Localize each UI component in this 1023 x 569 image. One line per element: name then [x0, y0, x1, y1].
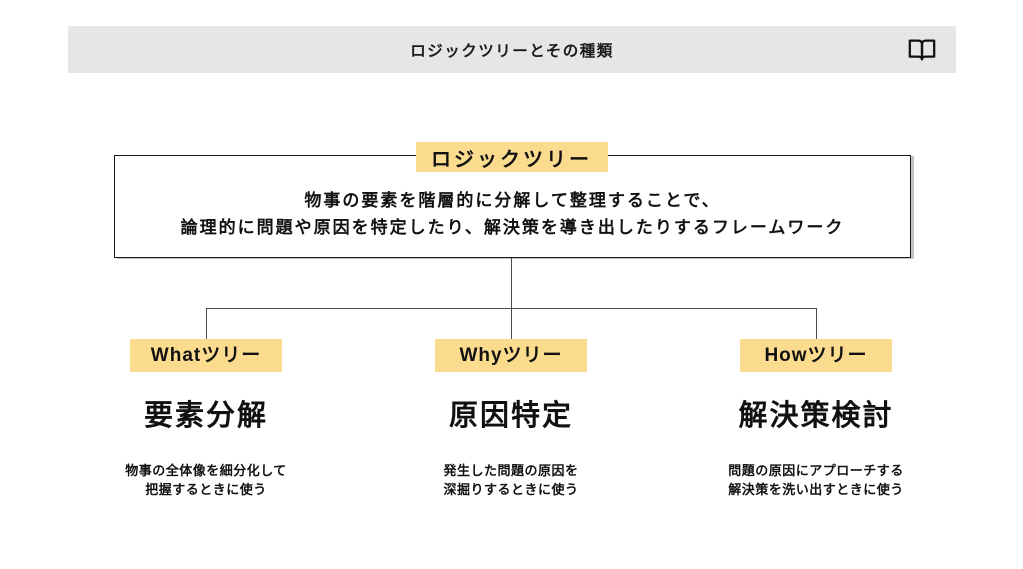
- connector-root-vertical: [511, 258, 512, 308]
- root-node-label: ロジックツリー: [415, 142, 608, 172]
- root-definition-box: 物事の要素を階層的に分解して整理することで、 論理的に問題や原因を特定したり、解…: [114, 155, 911, 258]
- root-definition-text: 物事の要素を階層的に分解して整理することで、 論理的に問題や原因を特定したり、解…: [181, 187, 845, 241]
- branch-how-heading: 解決策検討: [738, 400, 894, 432]
- branch-why-desc-line-1: 発生した問題の原因を: [443, 463, 579, 478]
- page-title: ロジックツリーとその種類: [410, 42, 614, 60]
- branch-what-description: 物事の全体像を細分化して 把握するときに使う: [56, 461, 356, 499]
- branch-what-tag: Whatツリー: [130, 339, 282, 372]
- branch-what-desc-line-1: 物事の全体像を細分化して: [125, 463, 287, 478]
- branch-how-description: 問題の原因にアプローチする 解決策を洗い出すときに使う: [666, 461, 966, 499]
- branch-what-desc-line-2: 把握するときに使う: [145, 482, 267, 497]
- branch-how-desc-line-1: 問題の原因にアプローチする: [728, 463, 904, 478]
- branch-what-heading: 要素分解: [143, 400, 268, 432]
- connector-why-vertical: [511, 308, 512, 339]
- branch-how: Howツリー 解決策検討 問題の原因にアプローチする 解決策を洗い出すときに使う: [666, 339, 966, 499]
- branch-how-desc-line-2: 解決策を洗い出すときに使う: [728, 482, 904, 497]
- root-definition-line-2: 論理的に問題や原因を特定したり、解決策を導き出したりするフレームワーク: [180, 217, 845, 237]
- branch-why-tag: Whyツリー: [435, 339, 587, 372]
- branch-what: Whatツリー 要素分解 物事の全体像を細分化して 把握するときに使う: [56, 339, 356, 499]
- branch-why-desc-line-2: 深掘りするときに使う: [443, 482, 579, 497]
- connector-what-vertical: [206, 308, 207, 339]
- branch-why-heading: 原因特定: [448, 400, 573, 432]
- root-definition-line-1: 物事の要素を階層的に分解して整理することで、: [304, 190, 721, 210]
- open-book-icon: [908, 39, 936, 60]
- branch-how-tag: Howツリー: [740, 339, 892, 372]
- header-bar: ロジックツリーとその種類: [68, 26, 956, 73]
- branch-why-description: 発生した問題の原因を 深掘りするときに使う: [361, 461, 661, 499]
- connector-how-vertical: [816, 308, 817, 339]
- branch-why: Whyツリー 原因特定 発生した問題の原因を 深掘りするときに使う: [361, 339, 661, 499]
